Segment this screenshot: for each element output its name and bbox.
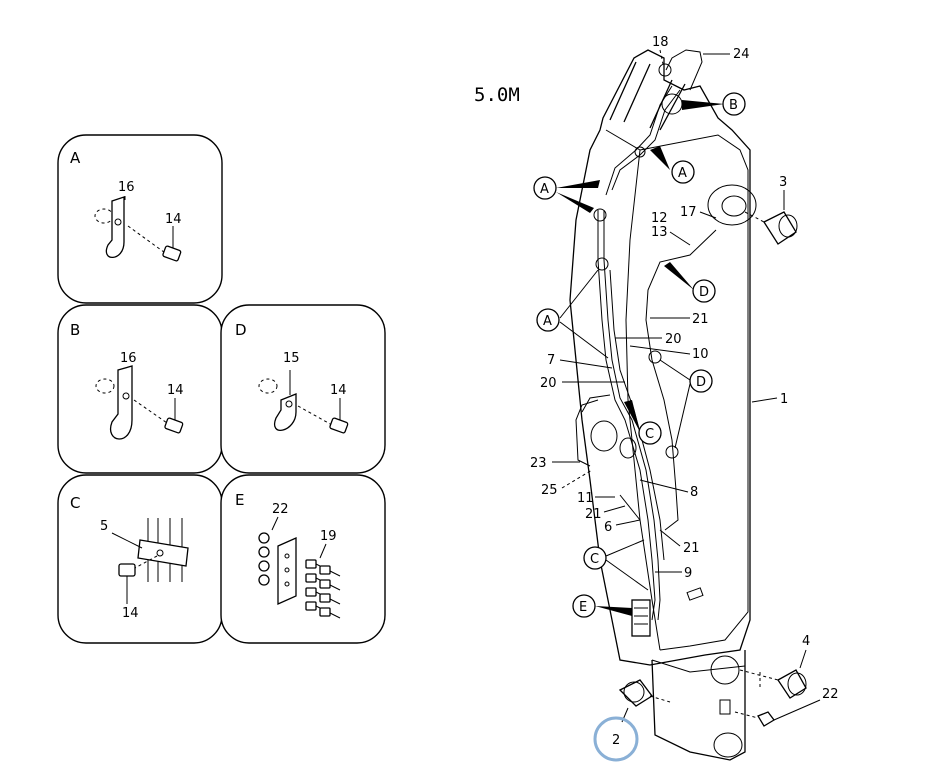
bolt-icon [118,563,136,604]
svg-text:A: A [540,182,549,197]
svg-text:C: C [590,552,599,567]
hose-outline [95,378,115,394]
callout-c-mid: C [624,400,662,445]
highlighted-part-2[interactable]: 2 [593,716,639,762]
svg-text:11: 11 [577,491,594,506]
detail-panel-b: B 16 14 [57,304,223,474]
svg-text:A: A [678,166,687,181]
panel-e-label-19: 19 [320,529,337,544]
callout-d-mid: D [659,359,713,449]
svg-text:8: 8 [690,485,698,500]
svg-text:C: C [645,427,654,442]
svg-text:1: 1 [780,392,788,407]
svg-text:12: 12 [651,211,668,226]
panel-e-letter: E [235,491,244,509]
panel-a-label-14: 14 [165,212,182,227]
callout-d-upper: D [664,262,716,303]
panel-b-label-14: 14 [167,383,184,398]
svg-text:21: 21 [692,312,709,327]
svg-text:18: 18 [652,35,669,50]
clamp-icon [109,365,133,440]
panel-c-letter: C [70,494,80,512]
panel-d-label-14: 14 [330,383,347,398]
detail-panel-c: C 5 14 [57,474,223,644]
nut-22-icon [734,711,775,727]
bushing-4-icon [739,669,807,699]
bushing-3-icon [744,211,798,245]
svg-text:20: 20 [540,376,557,391]
svg-text:25: 25 [541,483,558,498]
detail-panel-d: D 15 14 [220,304,386,474]
bolt-icon [162,226,182,262]
detail-panel-a: A 16 14 [57,134,223,304]
bolt-icon [329,398,349,434]
callout-b: B [682,92,746,116]
hose-outline [258,378,278,394]
svg-text:9: 9 [684,566,692,581]
svg-text:B: B [729,98,738,113]
detail-panel-e: E 22 19 [220,474,386,644]
callout-a-upper: A [533,176,600,213]
clamp-icon [273,393,297,431]
svg-text:D: D [696,375,706,390]
boom-body [569,49,757,761]
panel-b-letter: B [70,321,80,339]
svg-text:4: 4 [802,634,810,649]
panel-d-label-15: 15 [283,351,300,366]
panel-b-label-16: 16 [120,351,137,366]
connector-block-icon [277,536,297,606]
panel-e-label-22: 22 [272,502,289,517]
bolt-icon [164,398,184,434]
svg-text:24: 24 [733,47,750,62]
panel-d-letter: D [235,321,247,339]
panel-c-label-14: 14 [122,606,139,621]
panel-a-letter: A [70,149,81,167]
svg-text:3: 3 [779,175,787,190]
bolt-row-icon [305,559,341,619]
panel-c-label-5: 5 [100,519,108,534]
svg-text:6: 6 [604,520,612,535]
bushing-2-icon [618,679,671,707]
callout-a-top: A [650,146,695,184]
boom-length-title: 5.0M [474,84,520,106]
svg-text:13: 13 [651,225,668,240]
svg-text:7: 7 [547,353,555,368]
svg-text:17: 17 [680,205,697,220]
nut-stack-icon [258,532,270,586]
part-number-2: 2 [612,733,620,748]
svg-text:A: A [543,314,552,329]
svg-text:E: E [579,600,587,615]
panel-a-label-16: 16 [118,180,135,195]
part-number-labels: 18 24 3 12 13 17 21 20 10 7 20 1 23 25 8… [530,35,839,723]
callout-e: E [572,594,632,618]
svg-text:21: 21 [585,507,602,522]
clamp-icon [105,196,125,259]
svg-text:21: 21 [683,541,700,556]
svg-text:10: 10 [692,347,709,362]
highlight-ring [593,716,639,762]
callout-c-lower: C [583,539,649,591]
svg-text:D: D [699,285,709,300]
callout-a-mid: A [536,269,609,359]
svg-text:23: 23 [530,456,547,471]
svg-text:22: 22 [822,687,839,702]
svg-text:20: 20 [665,332,682,347]
